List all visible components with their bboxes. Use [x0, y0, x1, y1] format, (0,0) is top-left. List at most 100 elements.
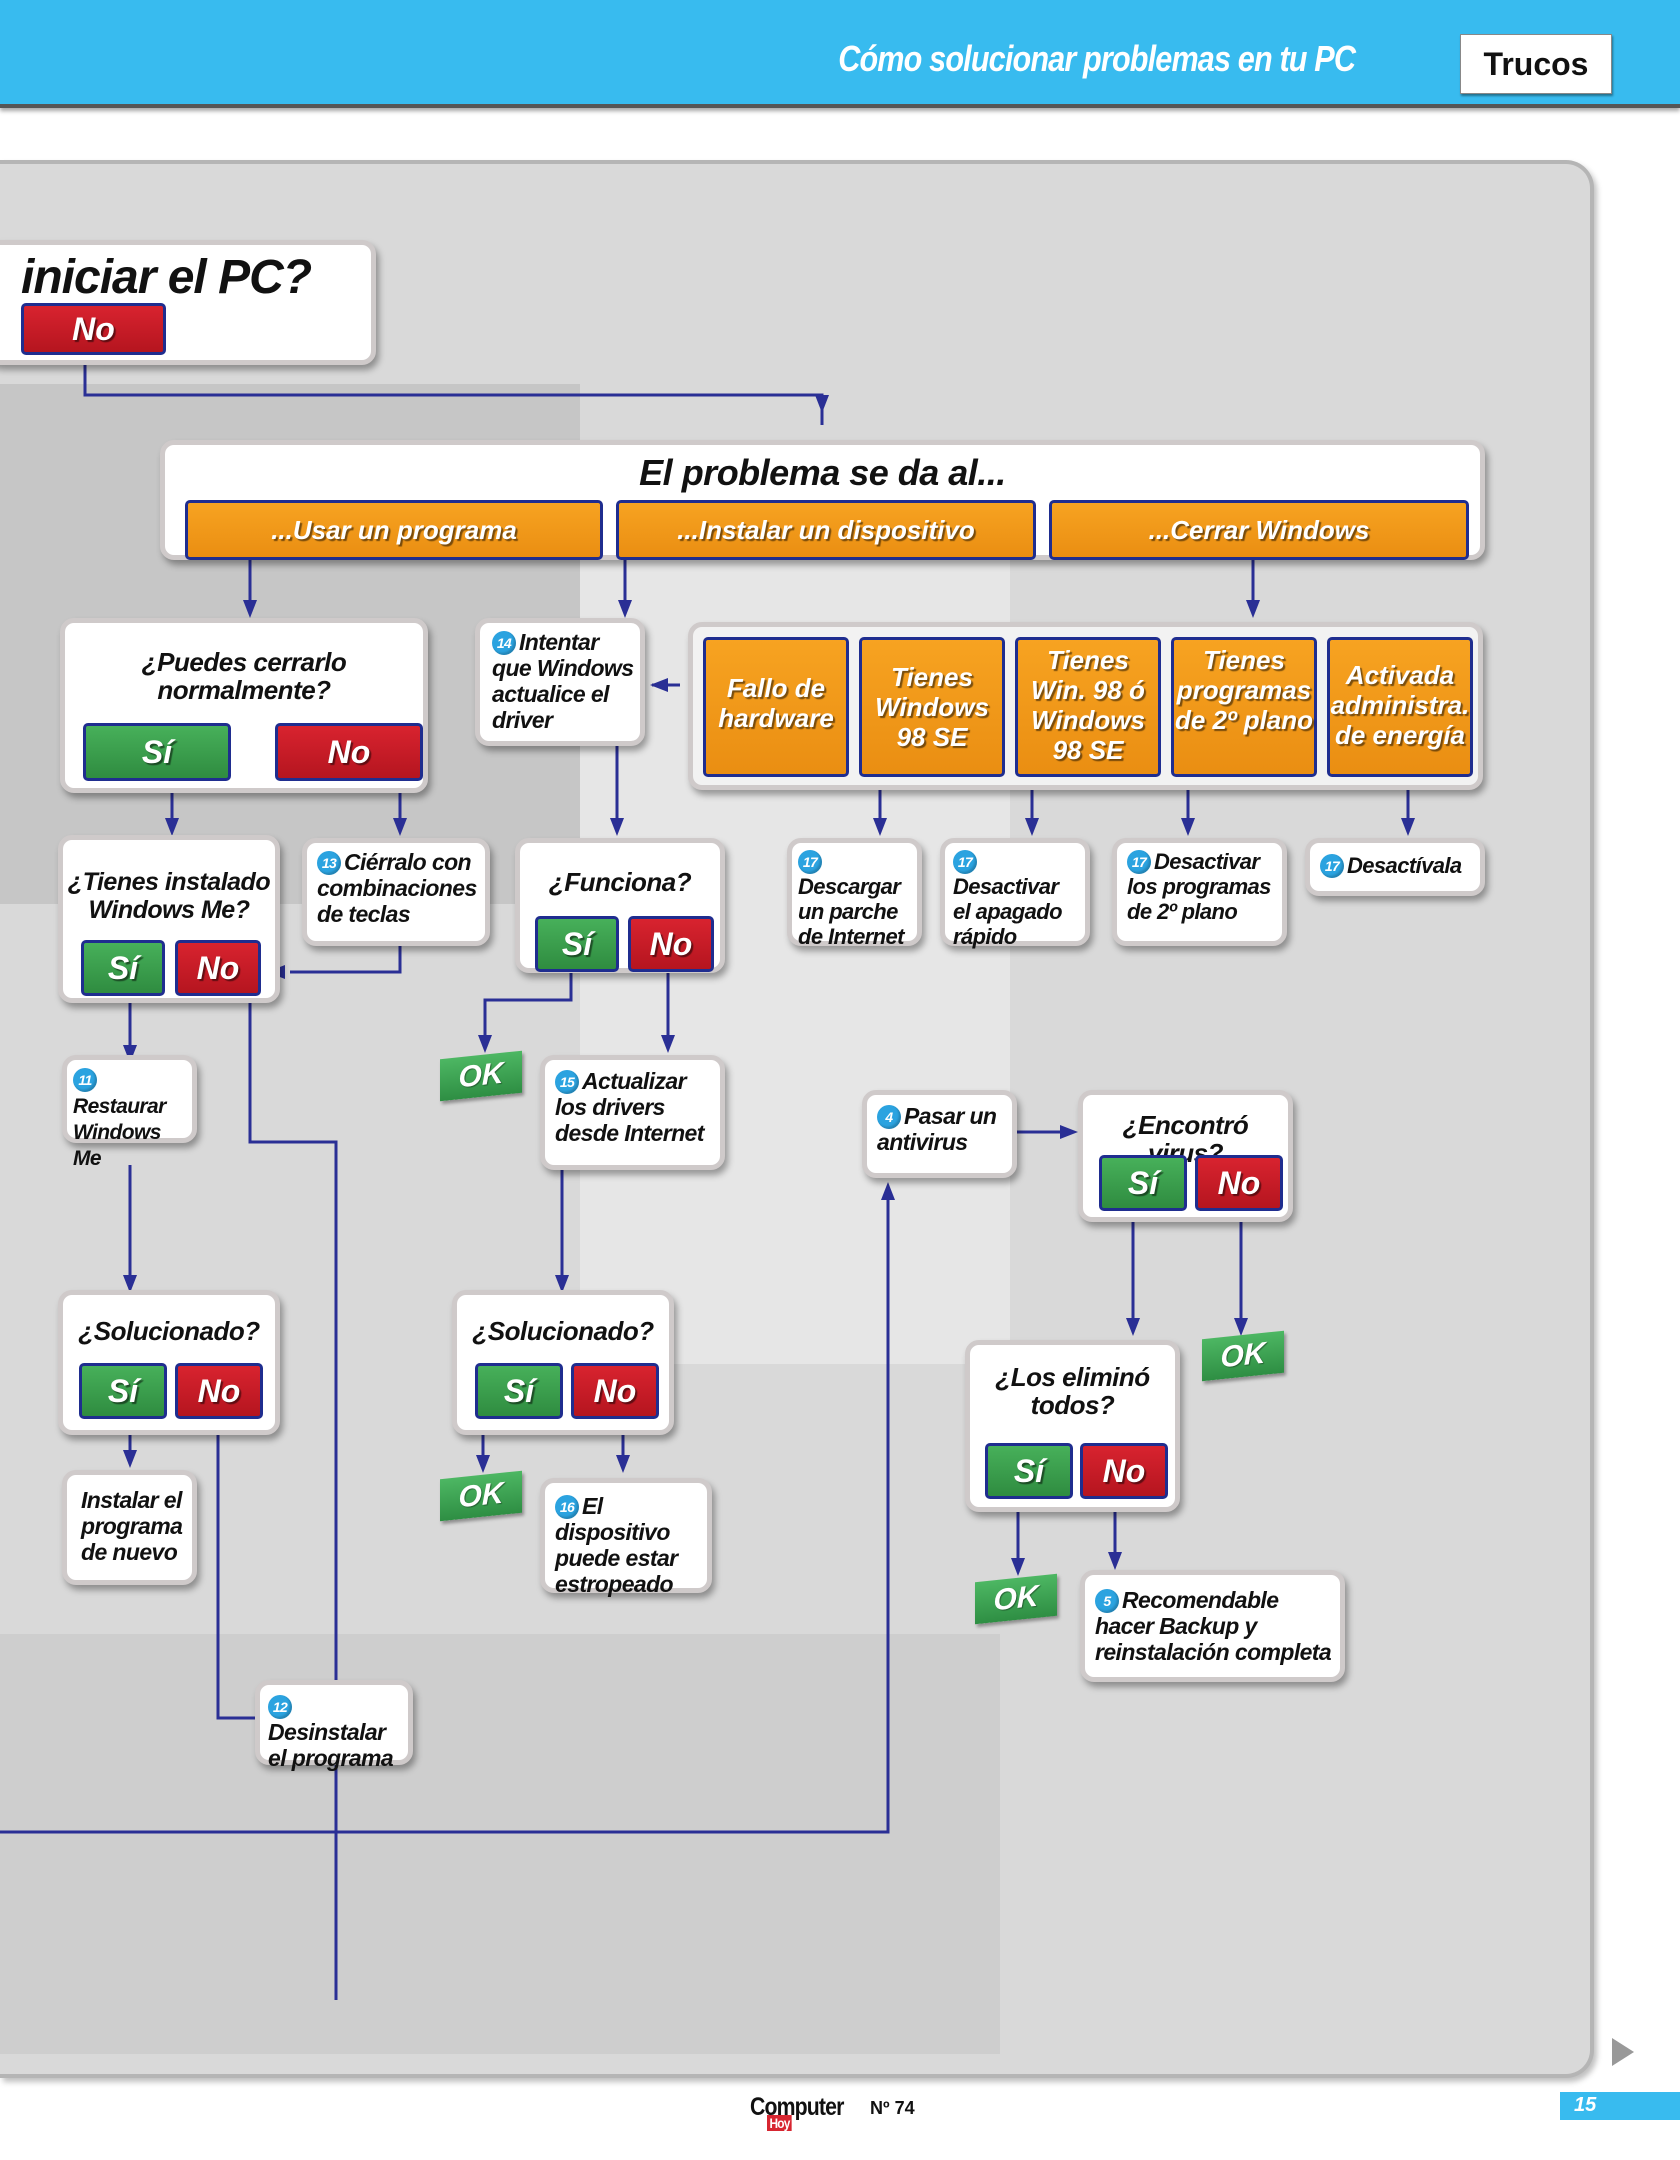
step-badge-icon: 17	[953, 850, 977, 874]
works-yes[interactable]: Sí	[535, 916, 619, 972]
cause-hardware[interactable]: Fallo de hardware	[703, 637, 849, 777]
arrowhead	[1060, 1125, 1078, 1139]
step-badge-icon: 13	[317, 851, 341, 875]
removed-all-yes[interactable]: Sí	[985, 1443, 1073, 1499]
ok-badge: OK	[440, 1050, 522, 1102]
cause-background-programs[interactable]: Tienes programas de 2º plano	[1171, 637, 1317, 777]
close-normally-no[interactable]: No	[275, 723, 423, 781]
step-badge-icon: 17	[798, 850, 822, 874]
problem-title: El problema se da al...	[639, 452, 1006, 493]
ok-badge: OK	[975, 1573, 1057, 1625]
fix-fast-shutdown-text: 17Desactivar el apagado rápido	[953, 849, 1079, 949]
arrowhead	[555, 1275, 569, 1293]
step-badge-icon: 11	[73, 1068, 97, 1092]
step-badge-icon: 17	[1320, 854, 1344, 878]
option-close-windows[interactable]: ...Cerrar Windows	[1049, 500, 1469, 560]
connector	[0, 1190, 890, 1834]
arrowhead	[1181, 818, 1195, 836]
problem-box: El problema se da al... ...Usar un progr…	[160, 440, 1485, 560]
header-bar: Cómo solucionar problemas en tu PC Truco…	[0, 0, 1680, 108]
arrowhead	[1246, 600, 1260, 618]
cause-power-management[interactable]: Activada administra. de energía	[1327, 637, 1473, 777]
solved-mid-box: ¿Solucionado? Sí No	[452, 1290, 674, 1435]
arrowhead	[476, 1455, 490, 1473]
ok-badge: OK	[1202, 1330, 1284, 1382]
shutdown-causes-box: Fallo de hardware Tienes Windows 98 SE T…	[688, 622, 1483, 790]
fix-patch-text: 17Descargar un parche de Internet	[798, 849, 911, 949]
page-number-bar: 15	[1560, 2092, 1680, 2120]
close-normally-box: ¿Puedes cerrarlo normalmente? Sí No	[60, 618, 428, 793]
arrowhead	[478, 1035, 492, 1053]
step-badge-icon: 15	[555, 1070, 579, 1094]
connector	[483, 968, 573, 1045]
page-title: Cómo solucionar problemas en tu PC	[838, 38, 1356, 79]
step-badge-icon: 12	[268, 1695, 292, 1719]
start-question: iniciar el PC?	[21, 251, 312, 304]
step-badge-icon: 14	[492, 631, 516, 655]
arrowhead	[165, 818, 179, 836]
cause-win98[interactable]: Tienes Win. 98 ó Windows 98 SE	[1015, 637, 1161, 777]
solved-mid-no[interactable]: No	[571, 1363, 659, 1419]
start-question-box: iniciar el PC? No	[0, 240, 376, 365]
cause-win98se[interactable]: Tienes Windows 98 SE	[859, 637, 1005, 777]
magazine-logo: Computer Hoy	[750, 2093, 844, 2131]
fix-fast-shutdown-box: 17Desactivar el apagado rápido	[940, 838, 1090, 949]
arrowhead	[243, 600, 257, 618]
option-use-program[interactable]: ...Usar un programa	[185, 500, 603, 560]
solved-left-yes[interactable]: Sí	[79, 1363, 167, 1419]
step-11-box: 11Restaurar Windows Me	[62, 1055, 197, 1170]
step-12-text: 12Desinstalar el programa	[268, 1693, 402, 1771]
step-badge-icon: 17	[1127, 850, 1151, 874]
windows-me-box: ¿Tienes instalado Windows Me? Sí No	[58, 835, 280, 1003]
connector	[216, 1427, 260, 1720]
start-no-button[interactable]: No	[21, 303, 166, 355]
option-install-device[interactable]: ...Instalar un dispositivo	[616, 500, 1036, 560]
windows-me-question: ¿Tienes instalado Windows Me?	[67, 868, 271, 924]
arrowhead	[1025, 818, 1039, 836]
fix-patch-box: 17Descargar un parche de Internet	[787, 838, 922, 949]
arrowhead	[610, 818, 624, 836]
solved-left-no[interactable]: No	[175, 1363, 263, 1419]
close-normally-yes[interactable]: Sí	[83, 723, 231, 781]
solved-left-question: ¿Solucionado?	[78, 1316, 260, 1346]
connector	[248, 965, 338, 2000]
removed-all-box: ¿Los eliminó todos? Sí No	[965, 1340, 1180, 1512]
virus-found-yes[interactable]: Sí	[1099, 1155, 1187, 1211]
windows-me-yes[interactable]: Sí	[81, 940, 165, 996]
arrowhead	[1234, 1318, 1248, 1336]
solved-mid-yes[interactable]: Sí	[475, 1363, 563, 1419]
connector	[290, 945, 402, 974]
issue-number: Nº 74	[870, 2098, 915, 2118]
windows-me-no[interactable]: No	[175, 940, 261, 996]
arrowhead	[618, 600, 632, 618]
arrowhead	[661, 1035, 675, 1053]
next-page-arrow-icon[interactable]	[1612, 2038, 1634, 2066]
works-question: ¿Funciona?	[548, 867, 692, 897]
arrowhead	[1011, 1558, 1025, 1576]
arrowhead	[1108, 1552, 1122, 1570]
virus-found-no[interactable]: No	[1195, 1155, 1283, 1211]
reinstall-program-text: Instalar el programa de nuevo	[81, 1487, 183, 1565]
step-badge-icon: 5	[1095, 1589, 1119, 1613]
works-no[interactable]: No	[628, 916, 714, 972]
step-badge-icon: 4	[877, 1105, 901, 1129]
removed-all-no[interactable]: No	[1080, 1443, 1168, 1499]
step-11-text: 11Restaurar Windows Me	[73, 1068, 186, 1172]
arrowhead	[123, 1275, 137, 1293]
step-12-box: 12Desinstalar el programa	[255, 1680, 413, 1771]
arrowhead	[873, 818, 887, 836]
arrowhead	[393, 818, 407, 836]
section-tag: Trucos	[1460, 34, 1612, 94]
